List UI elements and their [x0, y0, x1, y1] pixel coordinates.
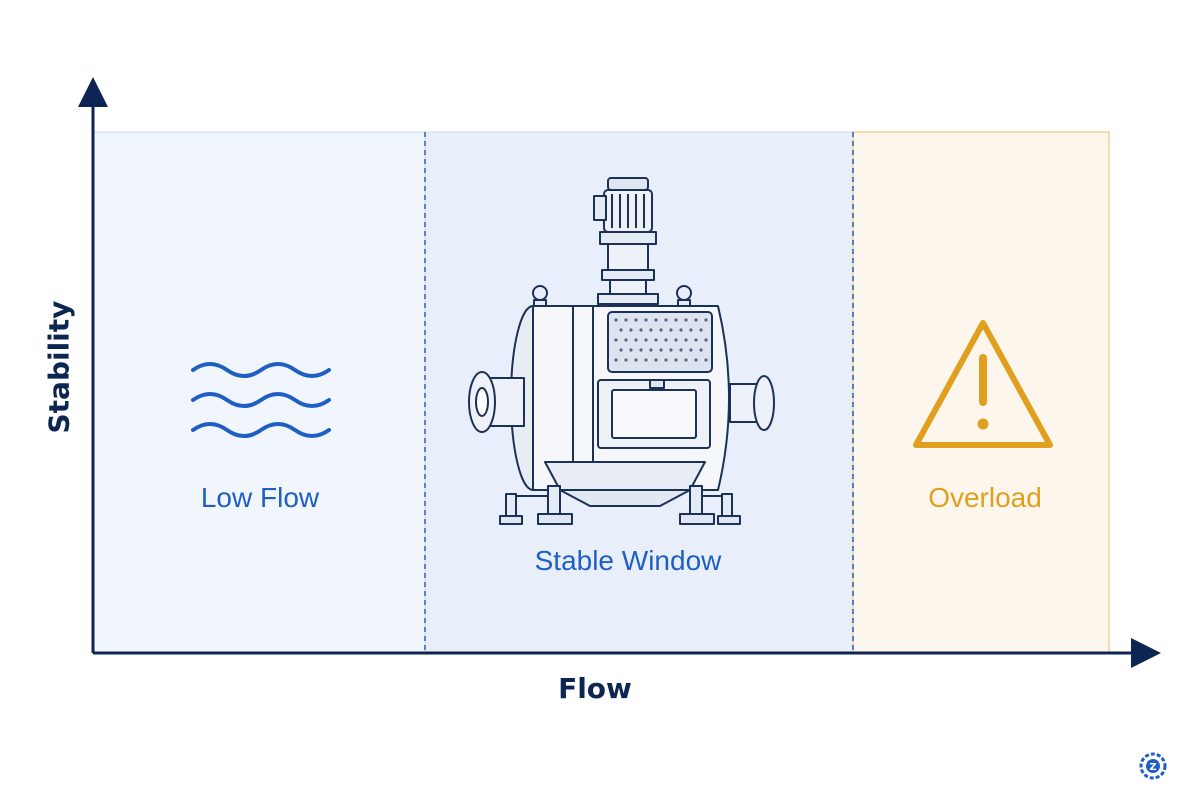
- filter-machine-illustration: [468, 177, 775, 525]
- y-axis-label: Stability: [42, 300, 76, 434]
- stable-window-label: Stable Window: [534, 545, 722, 576]
- x-axis-label: Flow: [558, 672, 632, 705]
- logo-letter: Z: [1149, 762, 1156, 773]
- low-flow-label: Low Flow: [200, 482, 320, 513]
- brand-logo-icon: Z: [1139, 752, 1167, 780]
- warning-icon: [913, 320, 1053, 448]
- overload-label: Overload: [928, 482, 1042, 513]
- waves-icon: [191, 362, 331, 438]
- zone-low-flow: [92, 131, 426, 654]
